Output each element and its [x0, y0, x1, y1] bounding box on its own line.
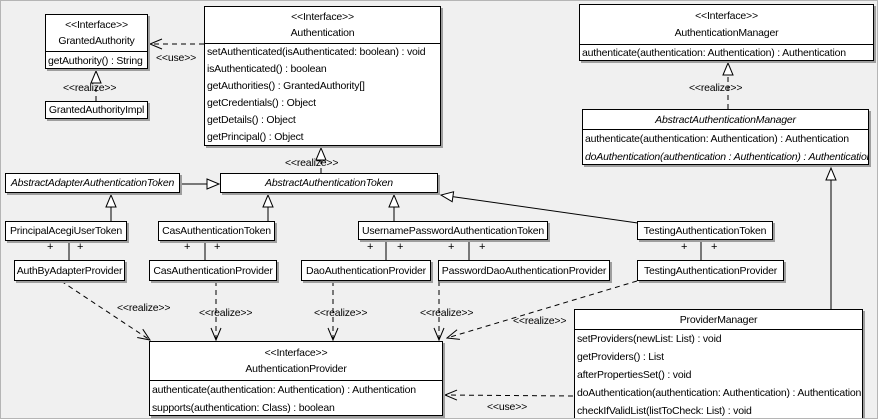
class-cas-authentication-provider[interactable]: CasAuthenticationProvider: [149, 260, 277, 281]
method: getProviders() : List: [577, 351, 664, 363]
edge-generalization-testing-token: [441, 195, 639, 224]
method: getDetails() : Object: [207, 114, 296, 126]
method: isAuthenticated() : boolean: [207, 63, 327, 75]
class-abstract-adapter-authentication-token[interactable]: AbstractAdapterAuthenticationToken: [5, 173, 180, 193]
class-name: AuthenticationManager: [674, 27, 779, 39]
association-plus: +: [77, 241, 84, 253]
method: getAuthorities() : GrantedAuthority[]: [207, 80, 365, 92]
class-cas-authentication-token[interactable]: CasAuthenticationToken: [158, 221, 275, 241]
stereotype-label: <<Interface>>: [695, 10, 758, 22]
class-name: AbstractAdapterAuthenticationToken: [10, 177, 175, 189]
association-plus: +: [47, 241, 54, 253]
class-name: Authentication: [290, 27, 355, 39]
method: supports(authentication: Class) : boolea…: [152, 402, 335, 414]
realize-label: <<realize>>: [689, 82, 743, 94]
class-principal-acegi-user-token[interactable]: PrincipalAcegiUserToken: [5, 221, 127, 241]
realize-label: <<realize>>: [117, 302, 171, 314]
class-password-dao-authentication-provider[interactable]: PasswordDaoAuthenticationProvider: [438, 260, 610, 281]
class-name: AuthByAdapterProvider: [16, 264, 123, 277]
class-name: AuthenticationProvider: [245, 363, 347, 376]
realize-label: <<realize>>: [513, 315, 567, 327]
edge-use-provider-manager-authentication-provider: [445, 395, 574, 396]
methods-compartment: getAuthority() : String: [46, 51, 147, 68]
stereotype-label: <<Interface>>: [291, 11, 354, 23]
class-name: PasswordDaoAuthenticationProvider: [441, 264, 607, 277]
methods-compartment: authenticate(authentication: Authenticat…: [150, 380, 442, 415]
class-name: AbstractAuthenticationManager: [655, 113, 796, 126]
method: setProviders(newList: List) : void: [577, 333, 722, 345]
method: authenticate(authentication: Authenticat…: [152, 384, 416, 396]
class-auth-by-adapter-provider[interactable]: AuthByAdapterProvider: [14, 260, 125, 281]
method: authenticate(authentication: Authenticat…: [582, 47, 846, 59]
class-name: GrantedAuthorityImpl: [48, 104, 145, 116]
method: afterPropertiesSet() : void: [577, 369, 692, 381]
association-plus: +: [367, 241, 374, 253]
class-name: GrantedAuthority: [58, 35, 135, 47]
edge-realize-testing-authentication-provider: [447, 280, 638, 338]
class-authentication-manager[interactable]: <<Interface>> AuthenticationManager auth…: [579, 4, 874, 61]
class-dao-authentication-provider[interactable]: DaoAuthenticationProvider: [301, 260, 431, 281]
association-plus: +: [184, 241, 191, 253]
class-provider-manager[interactable]: ProviderManager setProviders(newList: Li…: [574, 309, 863, 418]
class-name: AbstractAuthenticationToken: [265, 177, 393, 189]
class-title: <<Interface>> AuthenticationProvider: [150, 342, 442, 380]
association-plus: +: [214, 241, 221, 253]
class-title: <<Interface>> GrantedAuthority: [46, 15, 147, 51]
association-plus: +: [681, 241, 688, 253]
realize-label: <<realize>>: [285, 157, 339, 169]
class-granted-authority[interactable]: <<Interface>> GrantedAuthority getAuthor…: [45, 14, 148, 69]
class-name: UsernamePasswordAuthenticationToken: [361, 224, 545, 237]
class-authentication-provider[interactable]: <<Interface>> AuthenticationProvider aut…: [149, 341, 443, 416]
method: getCredentials() : Object: [207, 97, 316, 109]
realize-label: <<realize>>: [63, 82, 117, 94]
class-name: DaoAuthenticationProvider: [306, 264, 426, 277]
class-testing-authentication-provider[interactable]: TestingAuthenticationProvider: [637, 260, 784, 281]
method: authenticate(authentication: Authenticat…: [585, 133, 849, 145]
class-name: CasAuthenticationToken: [162, 225, 271, 237]
class-granted-authority-impl[interactable]: GrantedAuthorityImpl: [45, 101, 148, 119]
realize-label: <<realize>>: [420, 307, 474, 319]
realize-label: <<realize>>: [199, 307, 253, 319]
class-name: ProviderManager: [679, 313, 758, 326]
class-abstract-authentication-manager[interactable]: AbstractAuthenticationManager authentica…: [582, 109, 869, 165]
association-plus: +: [397, 241, 404, 253]
class-testing-authentication-token[interactable]: TestingAuthenticationToken: [637, 221, 773, 240]
method: setAuthenticated(isAuthenticated: boolea…: [207, 46, 426, 58]
method: checkIfValidList(listToCheck: List) : vo…: [577, 405, 752, 417]
stereotype-label: <<Interface>>: [65, 19, 128, 31]
class-name: CasAuthenticationProvider: [153, 264, 273, 277]
use-label: <<use>>: [156, 52, 197, 64]
method: getPrincipal() : Object: [207, 131, 304, 143]
realize-label: <<realize>>: [314, 307, 368, 319]
methods-compartment: setAuthenticated(isAuthenticated: boolea…: [205, 43, 440, 145]
class-authentication[interactable]: <<Interface>> Authentication setAuthenti…: [204, 6, 441, 146]
class-abstract-authentication-token[interactable]: AbstractAuthenticationToken: [220, 173, 438, 193]
association-plus: +: [448, 241, 455, 253]
class-title: <<Interface>> Authentication: [205, 7, 440, 43]
class-name: TestingAuthenticationProvider: [643, 264, 778, 277]
method: doAuthentication(authentication : Authen…: [585, 151, 868, 163]
association-plus: +: [711, 241, 718, 253]
class-title: ProviderManager: [575, 310, 862, 329]
methods-compartment: authenticate(authentication: Authenticat…: [580, 44, 873, 60]
class-title: <<Interface>> AuthenticationManager: [580, 5, 873, 44]
class-title: AbstractAuthenticationManager: [583, 110, 868, 129]
class-name: PrincipalAcegiUserToken: [9, 225, 123, 237]
method: doAuthentication(authentication: Authent…: [577, 387, 862, 399]
methods-compartment: setProviders(newList: List) : void getPr…: [575, 329, 862, 418]
methods-compartment: authenticate(authentication: Authenticat…: [583, 129, 868, 164]
stereotype-label: <<Interface>>: [264, 346, 328, 359]
method: getAuthority() : String: [48, 55, 143, 67]
association-plus: +: [479, 241, 486, 253]
class-name: TestingAuthenticationToken: [643, 224, 767, 237]
use-label: <<use>>: [487, 401, 528, 413]
class-username-password-authentication-token[interactable]: UsernamePasswordAuthenticationToken: [358, 221, 548, 240]
